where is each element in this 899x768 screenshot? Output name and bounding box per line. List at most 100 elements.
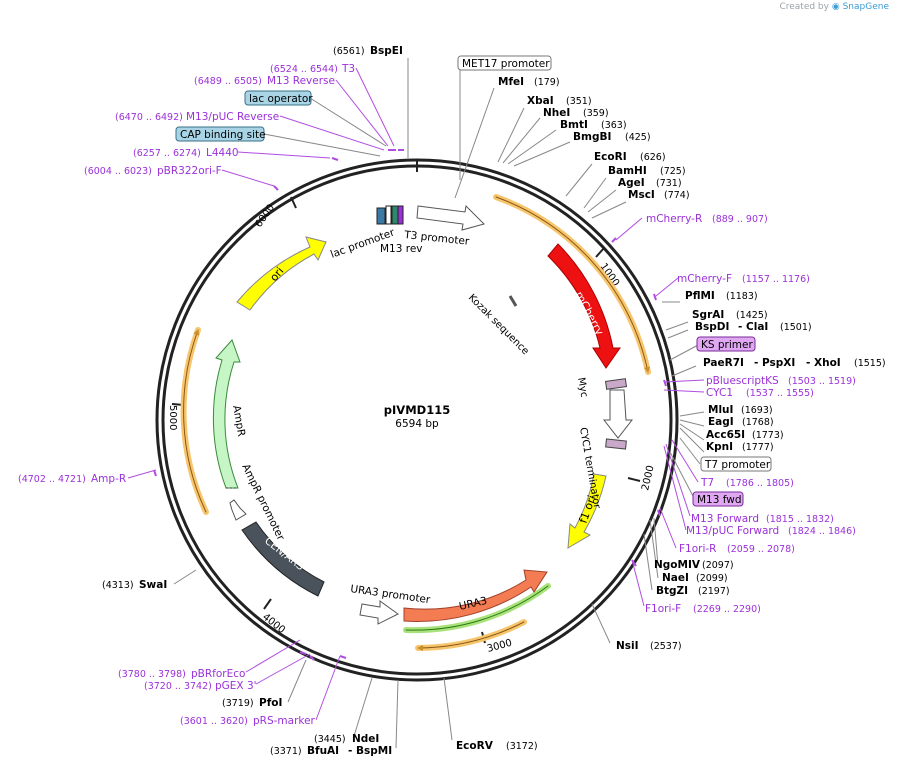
boxed-label: KS primer	[701, 339, 753, 351]
enzyme-label: EcoRV	[456, 740, 494, 752]
feature-ura3-promoter	[359, 600, 399, 625]
enzyme-label: BspEI	[370, 45, 403, 57]
primer-label: T7	[700, 477, 714, 489]
enzyme-pos: (2537)	[650, 641, 682, 652]
enzyme-labels: (6561) BspEI MfeI (179) XbaI (351) NheI …	[102, 45, 886, 757]
primer-label: pBluescriptKS	[706, 375, 779, 387]
enzyme-label: BamHI	[608, 165, 647, 177]
enzyme-label: BmtI	[560, 119, 588, 131]
enzyme-pos: (6561)	[333, 46, 365, 57]
enzyme-pos: (2099)	[696, 573, 728, 584]
enzyme-label-3: - XhoI	[806, 357, 841, 369]
enzyme-label: BmgBI	[573, 131, 611, 143]
enzyme-label: NheI	[543, 107, 570, 119]
primer-range: (1157 .. 1176)	[742, 274, 810, 285]
enzyme-pos: (774)	[664, 190, 690, 201]
snapgene-credit: Created by ◉ SnapGene	[779, 2, 889, 12]
myc-block	[604, 378, 628, 390]
enzyme-label: SgrAI	[692, 309, 724, 321]
boxed-label-box	[696, 336, 756, 352]
enzyme-label: NaeI	[662, 572, 689, 584]
kozak-marker	[508, 295, 518, 307]
boxed-label-box	[244, 90, 312, 106]
primer-range: (6004 .. 6023)	[84, 166, 152, 177]
primer-label: Amp-R	[91, 473, 126, 485]
enzyme-pos: (4313)	[102, 580, 134, 591]
enzyme-pos: (363)	[601, 120, 627, 131]
boxed-label-box	[692, 491, 744, 507]
enzyme-label: EcoRI	[594, 151, 627, 163]
enzyme-pos: (1768)	[742, 417, 774, 428]
primer-range: (1786 .. 1805)	[726, 478, 794, 489]
credit-prefix: Created by	[779, 2, 829, 12]
feature-t3-promoter	[416, 204, 485, 231]
feature-ori	[236, 236, 327, 311]
cyc1-block	[605, 438, 627, 450]
primer-range: (3601 .. 3620)	[180, 716, 248, 727]
enzyme-label: XbaI	[527, 95, 554, 107]
enzyme-label: BtgZI	[656, 585, 688, 597]
primer-range: (2059 .. 2078)	[727, 544, 795, 555]
feature-cenars	[241, 521, 325, 597]
enzyme-pos: (1425)	[736, 310, 768, 321]
tick-3000: 3000	[486, 638, 513, 655]
enzyme-pos: (1777)	[742, 442, 774, 453]
enzyme-label: KpnI	[706, 441, 733, 453]
credit-brand: SnapGene	[842, 2, 889, 12]
enzyme-label: BspDI	[695, 321, 729, 333]
enzyme-label: SwaI	[139, 579, 167, 591]
enzyme-pos: (626)	[640, 152, 666, 163]
m13rev-block	[391, 205, 399, 225]
enzyme-label-2: - ClaI	[738, 321, 768, 333]
primer-label: pBRforEco	[191, 668, 245, 680]
primer-label: pRS-marker	[253, 715, 316, 727]
primer-range: (889 .. 907)	[712, 214, 768, 225]
feature-cyc1-term-label: CYC1 terminator	[577, 427, 602, 511]
primer-range: (1815 .. 1832)	[766, 514, 834, 525]
enzyme-pos: (2197)	[698, 586, 730, 597]
plasmid-name: pIVMD115	[384, 403, 450, 417]
primer-label: M13 Forward	[691, 513, 759, 525]
enzyme-label: BfuAI	[307, 745, 339, 757]
boxed-label-box	[700, 456, 772, 472]
enzyme-label: NsiI	[616, 640, 639, 652]
boxed-label: T7 promoter	[704, 459, 771, 471]
primer-label: pBR322ori-F	[157, 165, 222, 177]
feature-ura3	[403, 569, 548, 622]
enzyme-label: MluI	[708, 404, 733, 416]
snapgene-logo-icon: ◉	[831, 2, 840, 12]
enzyme-pos: (1183)	[726, 291, 758, 302]
primer-range: (6489 .. 6505)	[194, 76, 262, 87]
boxed-label: lac operator	[249, 93, 313, 105]
boxed-label: M13 fwd	[697, 494, 742, 506]
orf-arcs	[180, 194, 651, 651]
feature-m13rev-label: M13 rev	[380, 243, 423, 255]
enzyme-pos: (351)	[566, 96, 592, 107]
primer-range: (6470 .. 6492)	[115, 112, 183, 123]
feature-cyc1-terminator	[602, 389, 634, 439]
enzyme-pos: (725)	[660, 166, 686, 177]
primer-range: (1537 .. 1555)	[746, 388, 814, 399]
enzyme-pos: (731)	[656, 178, 682, 189]
primer-range: (3720 .. 3742)	[144, 681, 212, 692]
tick-marks	[171, 160, 641, 644]
enzyme-label: NgoMIV	[654, 559, 701, 571]
primer-range: (1824 .. 1846)	[788, 526, 856, 537]
enzyme-label: NdeI	[352, 733, 379, 745]
feature-myc-label: Myc	[575, 377, 589, 399]
lac-operator-block	[385, 205, 392, 225]
primer-block	[397, 205, 404, 225]
primer-label: F1ori-F	[645, 603, 681, 615]
enzyme-pos: (179)	[534, 77, 560, 88]
enzyme-pos: (3371)	[270, 746, 302, 757]
feature-kozak-label: Kozak sequence	[466, 292, 531, 357]
primer-range: (6524 .. 6544)	[270, 64, 338, 75]
primer-label: L4440	[206, 147, 239, 159]
primer-label: F1ori-R	[679, 543, 716, 555]
enzyme-pos: (1773)	[752, 430, 784, 441]
enzyme-pos: (1515)	[854, 358, 886, 369]
enzyme-label: MscI	[628, 189, 655, 201]
leader-lines	[127, 58, 705, 749]
primer-label: M13 Reverse	[267, 75, 335, 87]
